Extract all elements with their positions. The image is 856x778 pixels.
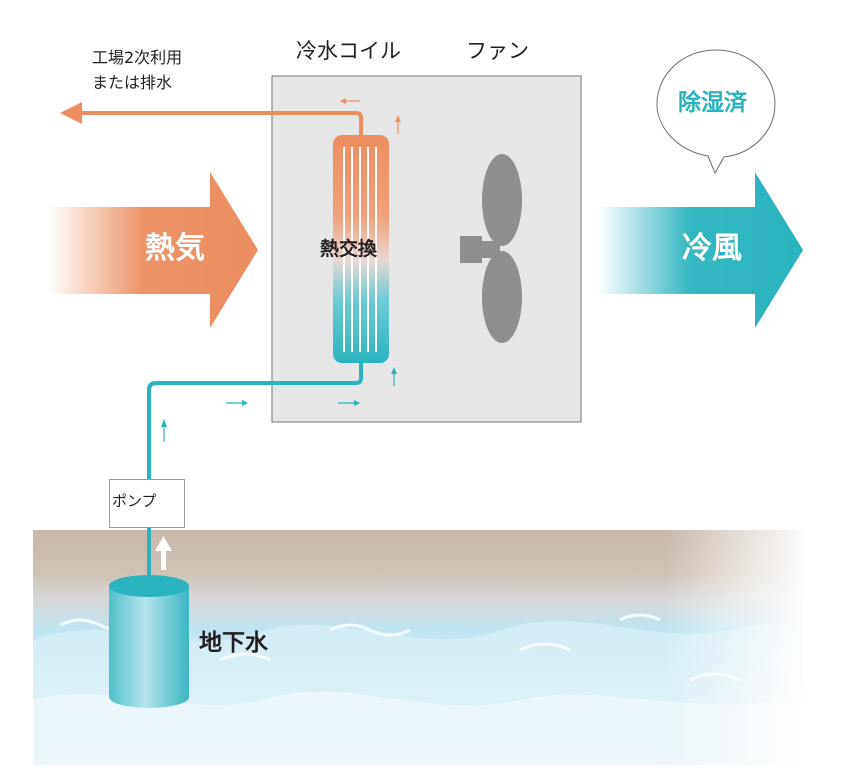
flow-arrow-right-2 [338, 400, 360, 406]
coil-label: 冷水コイル [296, 39, 401, 63]
supply-pipe [147, 362, 363, 580]
flow-arrow-right-1 [226, 400, 248, 406]
discharge-pipe [80, 111, 363, 140]
dehumidified-label: 除湿済 [678, 90, 747, 116]
reuse-label-line2: または排水 [92, 73, 173, 92]
flow-arrow-up-top [395, 115, 401, 134]
fan-icon [460, 154, 522, 343]
pump-up-arrow [155, 536, 172, 570]
cool-air-arrow [598, 172, 803, 328]
hot-air-arrow [48, 172, 258, 328]
hot-air-label: 熱気 [145, 231, 205, 266]
cooling-coil [333, 135, 389, 363]
groundwater-tank [109, 575, 189, 708]
pump-label: ポンプ [112, 492, 157, 510]
dehumidified-bubble [656, 49, 776, 175]
flow-arrow-up-pipe [161, 419, 167, 442]
flow-arrow-left-top [340, 98, 360, 104]
fan-label: ファン [466, 39, 529, 63]
cool-air-label: 冷風 [682, 231, 742, 266]
unit-housing [271, 75, 582, 423]
discharge-arrowhead [60, 102, 82, 124]
reuse-label: 工場2次利用 または排水 [92, 45, 252, 95]
reuse-label-line1: 工場2次利用 [92, 48, 183, 67]
groundwater-label: 地下水 [199, 630, 268, 656]
pump-box [109, 479, 185, 528]
flow-arrow-up-coil [391, 367, 397, 386]
heat-exchange-label: 熱交換 [320, 238, 378, 260]
